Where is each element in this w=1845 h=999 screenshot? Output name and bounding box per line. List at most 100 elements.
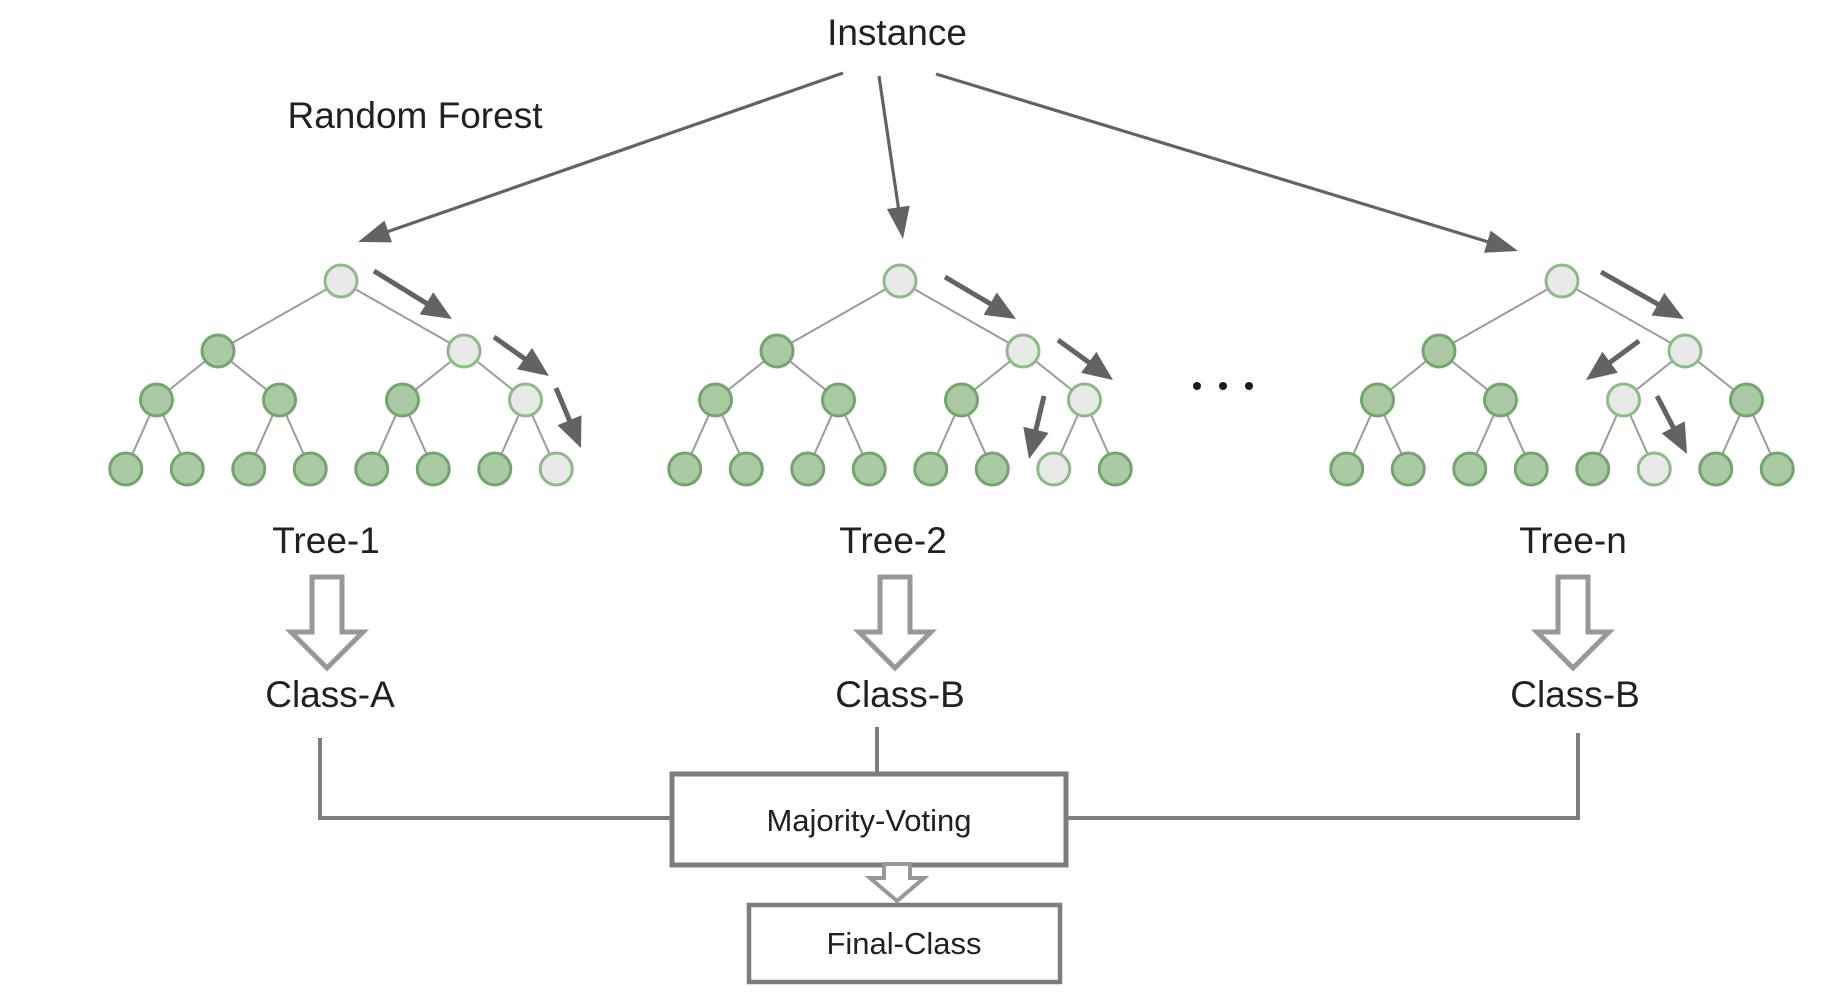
tree-1-node	[169, 451, 205, 487]
tree-2-decision-path-node	[1067, 382, 1102, 418]
tree-n-node	[1575, 451, 1611, 487]
tree-1-node	[231, 451, 267, 487]
tree-2-node	[913, 451, 949, 487]
instance-arrow-3-shaft	[935, 72, 1490, 244]
tree-2-node	[759, 333, 795, 369]
tree-1-node	[354, 451, 390, 487]
tree-1-result-arrow-icon	[291, 577, 363, 668]
tree-n-node	[1452, 451, 1488, 487]
instance-arrow-3-head	[1484, 230, 1518, 253]
tree-2-decision-path-node	[1036, 451, 1072, 487]
instance-arrow-1-shaft	[385, 71, 844, 234]
instance-arrow-2-shaft	[877, 75, 901, 210]
tree-2-class-label: Class-B	[835, 674, 965, 715]
tree-2-edge	[899, 280, 1024, 352]
tree-2-node	[821, 382, 856, 418]
tree-n-path-arrow-3-shaft	[1654, 394, 1677, 431]
tree-n-node	[1698, 451, 1734, 487]
tree-2-path-arrow-3-shaft	[1033, 395, 1047, 433]
final-class-box	[746, 902, 1063, 985]
tree-1-node	[385, 382, 420, 418]
tree-n-path-arrow-3-head	[1661, 421, 1687, 454]
voting-to-final-arrow-icon	[868, 862, 926, 903]
final-class-label: Final-Class	[826, 926, 981, 961]
tree-1-decision-path-node	[508, 382, 543, 418]
tree-1-node	[108, 451, 144, 487]
tree-n-edge	[1438, 280, 1563, 352]
tree-n-decision-path-node	[1606, 382, 1641, 418]
tree-2-path-arrow-2-head	[1081, 351, 1113, 380]
random-forest-title: Random Forest	[288, 95, 544, 136]
tree-1-edge	[340, 280, 465, 352]
instance-arrows-group	[358, 71, 1518, 253]
tree-1-decision-path-node	[323, 263, 359, 299]
tree-1-class-label: Class-A	[265, 674, 395, 715]
trees-group	[108, 263, 1795, 487]
majority-voting-box	[669, 771, 1069, 868]
tree-1-decision-path-node	[446, 333, 482, 369]
tree-2-decision-path-node	[882, 263, 918, 299]
tree-1-node	[262, 382, 297, 418]
tree-n-path-arrow-2-shaft	[1607, 338, 1641, 366]
tree-1-path-arrow-3-shaft	[553, 387, 573, 424]
ellipsis-dot	[1219, 382, 1227, 390]
tree-1-node	[477, 451, 513, 487]
tree-n-node	[1329, 451, 1365, 487]
tree-n-node	[1360, 382, 1395, 418]
ellipsis-dot	[1193, 382, 1201, 390]
tree-n-label: Tree-n	[1519, 520, 1627, 561]
instance-arrow-1-head	[358, 220, 393, 243]
tree-n-edge	[1561, 280, 1686, 352]
tree-1-path-arrow-2-head	[517, 348, 549, 376]
tree-2-path-arrow-3-head	[1023, 426, 1049, 459]
tree-2-node	[790, 451, 826, 487]
tree-2-node	[667, 451, 703, 487]
tree-n-node	[1759, 451, 1795, 487]
tree-1-node	[292, 451, 328, 487]
tree-1-path-arrow-3-head	[557, 415, 582, 448]
tree-n-result-arrow-icon	[1537, 577, 1609, 668]
tree-1-group	[108, 263, 582, 487]
ellipsis-dots	[1193, 382, 1253, 390]
tree-1-edge	[217, 280, 342, 352]
tree-n-node	[1483, 382, 1518, 418]
tree-2-node	[974, 451, 1010, 487]
tree-n-class-label: Class-B	[1510, 674, 1640, 715]
tree-1-node	[139, 382, 174, 418]
tree-2-group	[667, 263, 1133, 487]
tree-2-label: Tree-2	[839, 520, 947, 561]
tree-n-path-arrow-1-shaft	[1599, 269, 1661, 308]
tree-n-node	[1421, 333, 1457, 369]
tree-2-result-arrow-icon	[859, 577, 931, 668]
connector-class-bn-to-voting	[1064, 733, 1580, 820]
tree-1-node	[200, 333, 236, 369]
tree-2-node	[698, 382, 733, 418]
tree-n-decision-path-node	[1667, 333, 1703, 369]
tree-1-path-arrow-2-shaft	[492, 334, 528, 362]
tree-2-node	[851, 451, 887, 487]
tree-n-decision-path-node	[1544, 263, 1580, 299]
tree-2-edge	[776, 280, 901, 352]
instance-label: Instance	[827, 12, 967, 53]
tree-1-path-arrow-1-head	[419, 292, 452, 319]
tree-1-node	[415, 451, 451, 487]
tree-n-node	[1729, 382, 1764, 418]
tree-n-node	[1390, 451, 1426, 487]
tree-n-path-arrow-1-head	[1651, 292, 1684, 319]
connector-class-a-to-voting	[318, 738, 674, 820]
ellipsis-dot	[1245, 382, 1253, 390]
tree-2-path-arrow-2-shaft	[1056, 337, 1092, 366]
tree-1-path-arrow-1-shaft	[372, 268, 430, 307]
tree-2-path-arrow-1-head	[983, 292, 1016, 319]
tree-n-group	[1329, 263, 1795, 487]
instance-arrow-2-head	[886, 205, 910, 239]
tree-1-decision-path-node	[538, 451, 574, 487]
tree-n-path-arrow-2-head	[1586, 351, 1618, 380]
tree-n-node	[1513, 451, 1549, 487]
tree-2-node	[944, 382, 979, 418]
tree-2-node	[1097, 451, 1133, 487]
tree-2-decision-path-node	[1005, 333, 1041, 369]
tree-n-decision-path-node	[1636, 451, 1672, 487]
